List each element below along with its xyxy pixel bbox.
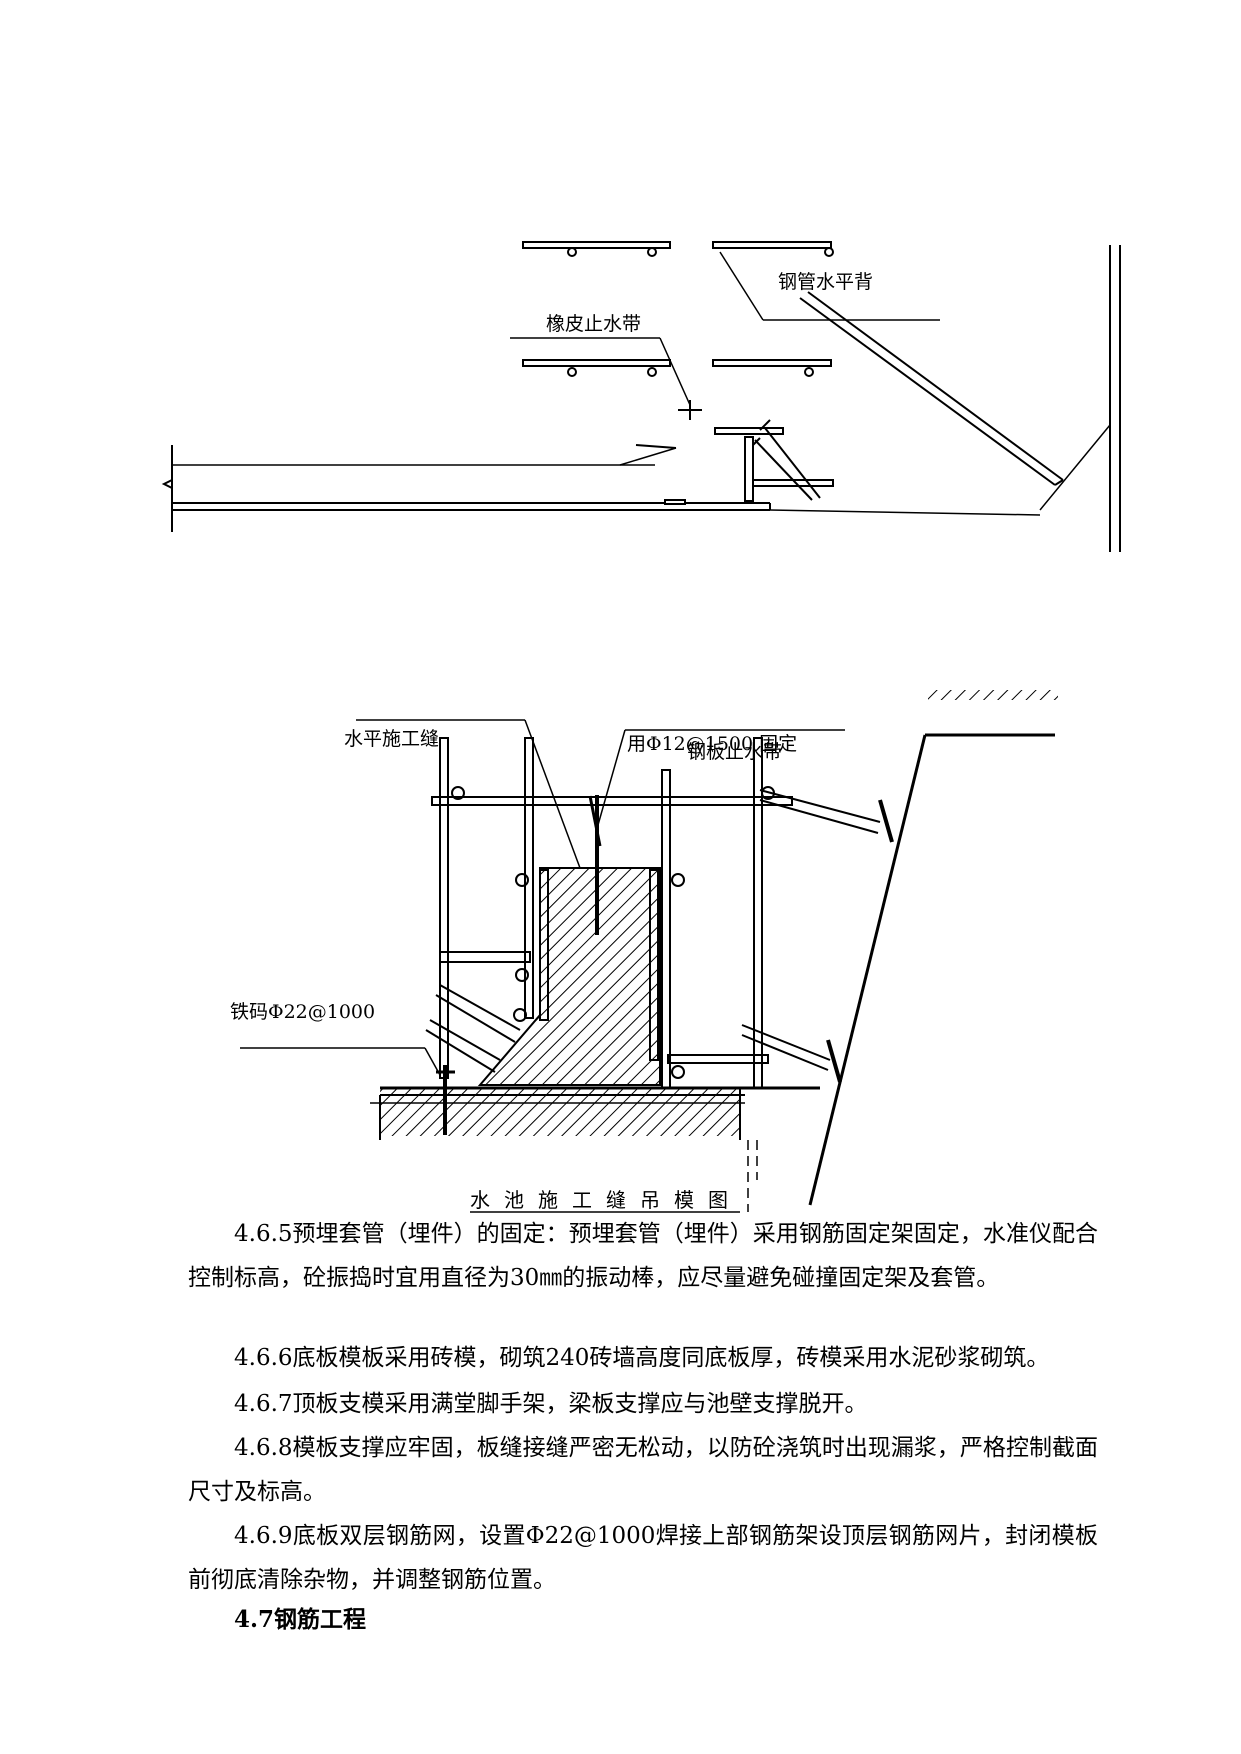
paragraph-4-6-6: 4.6.6底板模板采用砖模，砌筑240砖墙高度同底板厚，砖模采用水泥砂浆砌筑。 <box>234 1345 1050 1371</box>
pool-joint-formwork-drawing: 水平施工缝 用Φ12@1500 固定 钢板止水带 铁码Φ22@1000 水池施工… <box>230 690 1058 1213</box>
paragraph-4-6-5: 4.6.5预埋套管（埋件）的固定：预埋套管（埋件）采用钢筋固定架固定，水准仪配合… <box>188 1221 1098 1291</box>
steel-pipe-back-label: 钢管水平背 <box>778 271 873 293</box>
figure-caption: 水池施工缝吊模图 <box>470 1188 742 1212</box>
paragraph-4-6-8: 4.6.8模板支撑应牢固，板缝接缝严密无松动，以防砼浇筑时出现漏浆，严格控制截面… <box>188 1435 1098 1505</box>
section-heading: 4.7钢筋工程 <box>234 1606 367 1633</box>
paragraph-4-6-9: 4.6.9底板双层钢筋网，设置Φ22@1000焊接上部钢筋架设顶层钢筋网片，封闭… <box>188 1523 1098 1593</box>
phi12-fix-label: 用Φ12@1500 固定 <box>627 733 797 755</box>
horizontal-joint-label: 水平施工缝 <box>344 728 439 750</box>
iron-code-label: 铁码Φ22@1000 <box>230 1001 375 1023</box>
rubber-waterstop-label: 橡皮止水带 <box>546 313 641 335</box>
steel-waterstop-label: 钢板止水带 <box>687 741 782 763</box>
paragraph-4-6-7: 4.6.7顶板支模采用满堂脚手架，梁板支撑应与池壁支撑脱开。 <box>234 1391 868 1417</box>
formwork-section-drawing: 钢管水平背 橡皮止水带 <box>161 241 1121 552</box>
